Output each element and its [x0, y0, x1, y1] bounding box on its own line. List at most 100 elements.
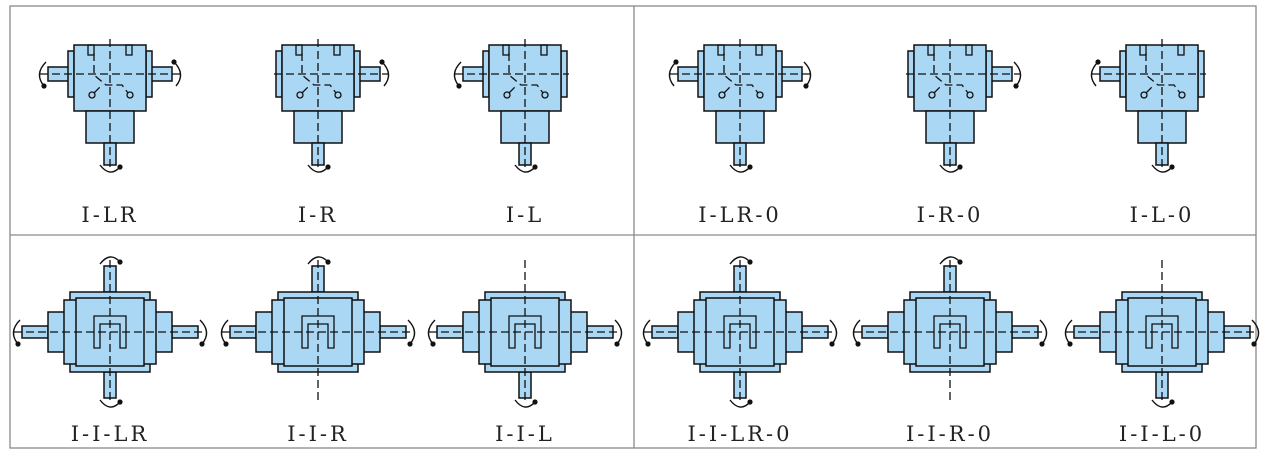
left-arrowhead [41, 83, 47, 89]
bolt-right [965, 44, 973, 56]
bearing-right [1178, 91, 1186, 99]
bolt-left [87, 44, 95, 56]
bolt-left [502, 44, 510, 56]
bolt-right [1177, 44, 1185, 56]
inner-gear [723, 315, 757, 349]
top-arrowhead [957, 259, 963, 265]
gearbox-i-i-l-0 [1064, 260, 1260, 408]
bolt-left [295, 44, 303, 56]
right-arrowhead [829, 341, 835, 347]
gearbox-i-i-lr-0 [642, 256, 838, 408]
bolt-right [540, 44, 548, 56]
gearbox-i-i-r-0 [852, 256, 1048, 404]
gearbox-i-i-r [220, 256, 416, 404]
gearbox-i-lr-0 [668, 39, 812, 173]
right-rotation-arrow [381, 61, 390, 87]
right-rotation-arrow [173, 61, 182, 87]
bottom-rotation-arrow [514, 399, 536, 408]
bolt-right [333, 44, 341, 56]
inner-gear [93, 315, 127, 349]
bearing-left [88, 91, 96, 99]
gear-path-b [723, 84, 733, 94]
label-i-i-lr-0: I-I-LR-0 [688, 422, 793, 446]
bottom-arrowhead [957, 164, 963, 170]
right-arrowhead [1013, 83, 1019, 89]
top-arrowhead [325, 259, 331, 265]
left-arrowhead [855, 341, 861, 347]
gear-path [508, 53, 544, 94]
label-i-i-r: I-I-R [287, 422, 349, 446]
top-arrowhead [747, 259, 753, 265]
right-arrowhead [407, 341, 413, 347]
left-rotation-arrow [1090, 61, 1099, 87]
left-arrowhead [673, 59, 679, 65]
bearing-right [334, 91, 342, 99]
label-i-i-l: I-I-L [495, 422, 555, 446]
gearbox-i-i-lr [12, 256, 208, 408]
gear-path-b [93, 84, 103, 94]
bottom-arrowhead [117, 164, 123, 170]
gear-path [1145, 53, 1181, 94]
bottom-arrowhead [532, 399, 538, 405]
right-arrowhead [1039, 341, 1045, 347]
gearbox-i-r [274, 39, 390, 173]
label-i-lr: I-LR [81, 203, 138, 227]
bottom-arrowhead [1169, 164, 1175, 170]
bottom-rotation-arrow [729, 399, 751, 408]
bolt-left [927, 44, 935, 56]
label-i-l: I-L [506, 203, 544, 227]
label-i-i-lr: I-I-LR [71, 422, 150, 446]
outer-frame [9, 5, 1257, 449]
left-arrowhead [1067, 341, 1073, 347]
right-arrowhead [614, 341, 620, 347]
gear-path-b [1145, 84, 1155, 94]
left-arrowhead [645, 341, 651, 347]
gear-path [301, 53, 337, 94]
right-arrowhead [803, 83, 809, 89]
gear-path-b [301, 84, 311, 94]
left-arrowhead [15, 341, 21, 347]
label-i-r-0: I-R-0 [917, 203, 984, 227]
gear-path-b [508, 84, 518, 94]
gearbox-i-i-l [427, 260, 623, 408]
label-i-r: I-R [298, 203, 338, 227]
bolt-left [717, 44, 725, 56]
right-arrowhead [171, 59, 177, 65]
gearbox-i-l-0 [1090, 39, 1206, 173]
inner-gear [301, 315, 335, 349]
left-arrowhead [223, 341, 229, 347]
label-i-i-l-0: I-I-L-0 [1119, 422, 1205, 446]
bearing-left [296, 91, 304, 99]
bearing-left [718, 91, 726, 99]
gear-path-b [933, 84, 943, 94]
bearing-right [756, 91, 764, 99]
bearing-left [503, 91, 511, 99]
bearing-right [966, 91, 974, 99]
right-arrowhead [379, 59, 385, 65]
bearing-left [928, 91, 936, 99]
bottom-arrowhead [747, 399, 753, 405]
gear-path [93, 53, 129, 94]
inner-gear [933, 315, 967, 349]
gear-path [723, 53, 759, 94]
top-arrowhead [117, 259, 123, 265]
bottom-arrowhead [1169, 399, 1175, 405]
gearbox-i-r-0 [906, 39, 1022, 173]
left-rotation-arrow [668, 61, 677, 87]
left-arrowhead [1095, 59, 1101, 65]
bolt-left [1139, 44, 1147, 56]
gear-path [933, 53, 969, 94]
right-arrowhead [199, 341, 205, 347]
inner-gear [508, 315, 542, 349]
bearing-left [1140, 91, 1148, 99]
bottom-arrowhead [325, 164, 331, 170]
left-arrowhead [430, 341, 436, 347]
label-i-l-0: I-L-0 [1130, 203, 1195, 227]
gearbox-i-lr [38, 39, 182, 173]
bolt-right [755, 44, 763, 56]
bearing-right [541, 91, 549, 99]
label-i-lr-0: I-LR-0 [698, 203, 782, 227]
bottom-arrowhead [747, 164, 753, 170]
right-arrowhead [1251, 341, 1257, 347]
